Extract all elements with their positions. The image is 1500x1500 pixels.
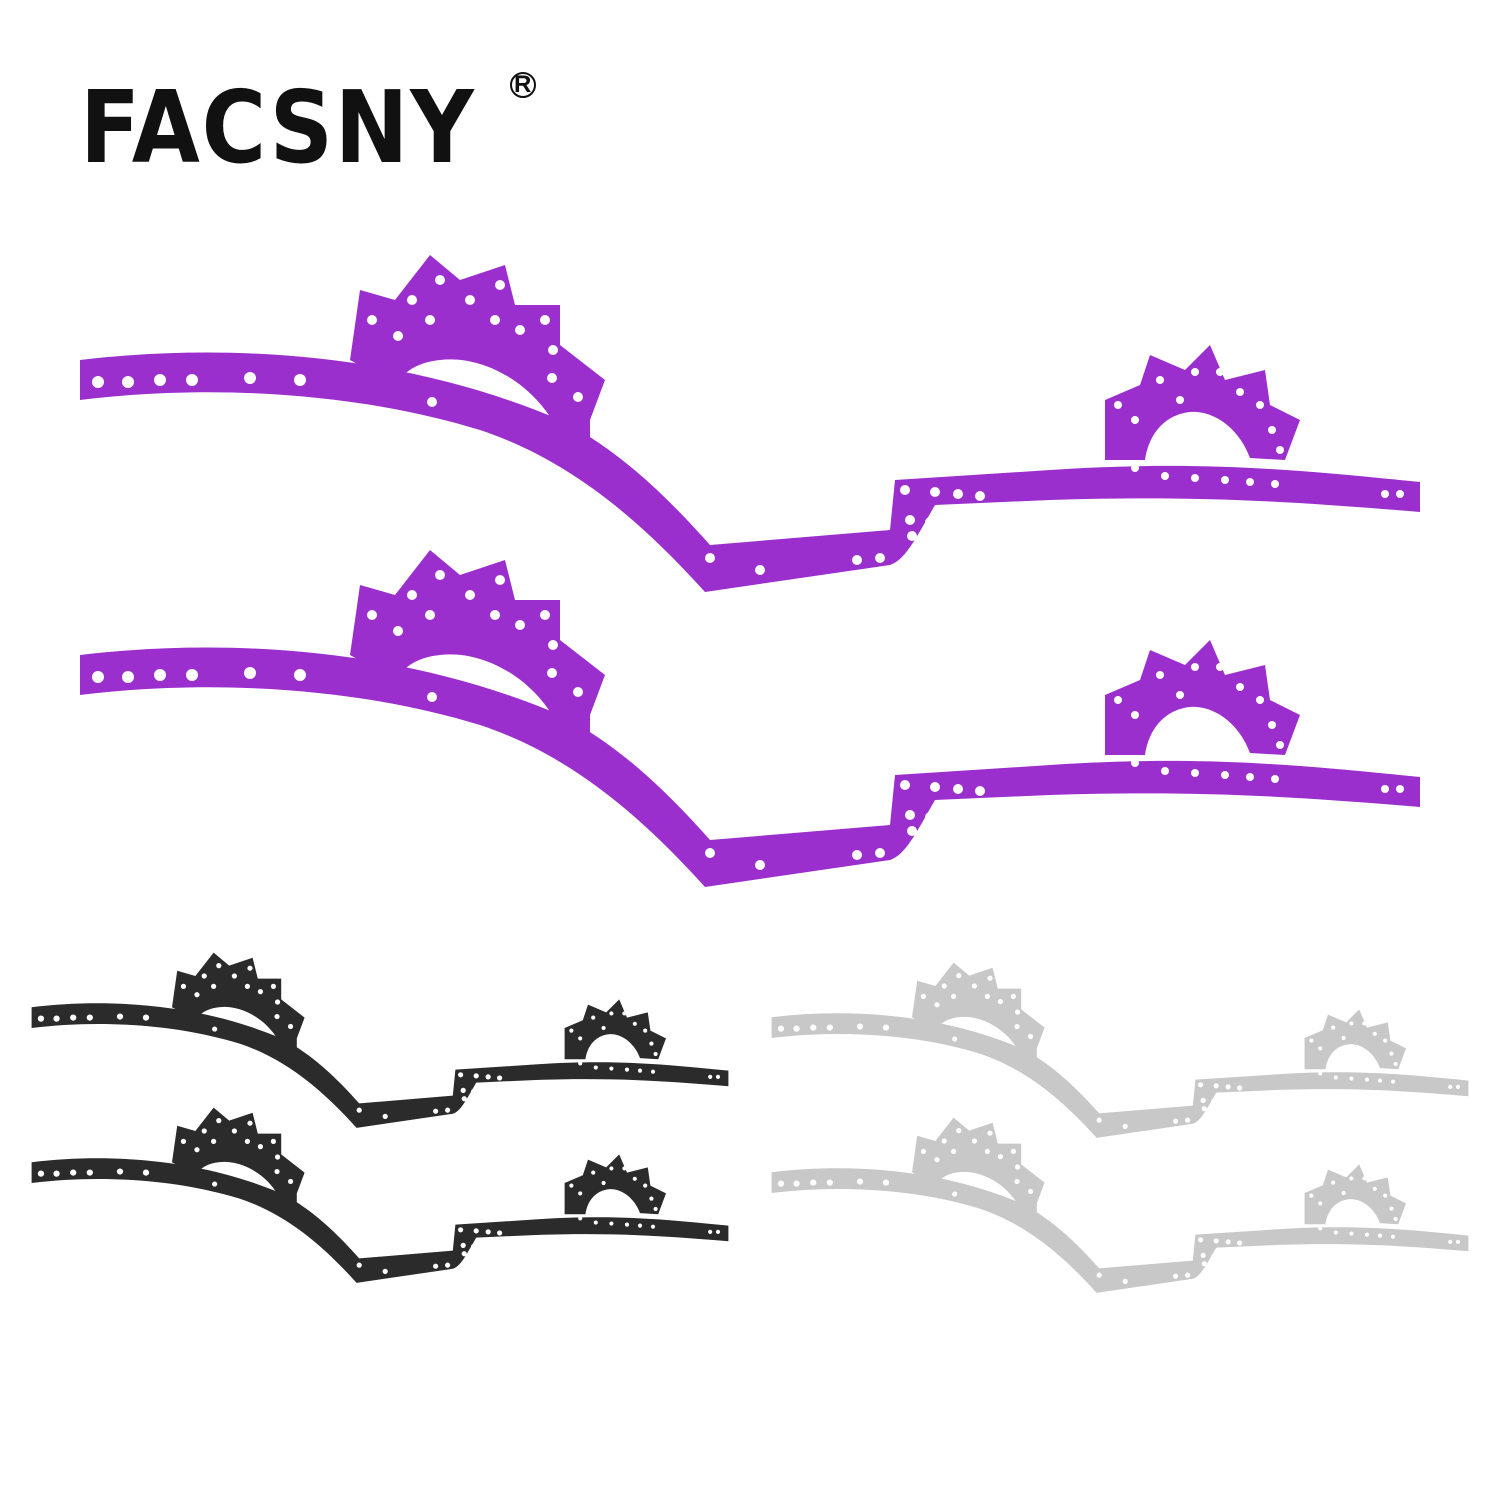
brand-name: FACSNY: [80, 69, 476, 186]
purple-frame-rail-bottom: [80, 550, 1420, 887]
black-frame-rail-top: [31, 952, 729, 1128]
silver-frame-rail-top: [771, 962, 1469, 1138]
black-frame-rail-bottom: [31, 1107, 729, 1283]
purple-frame-rail-top: [80, 255, 1420, 592]
silver-frame-rail-bottom: [771, 1117, 1469, 1293]
registered-trademark-icon: R: [509, 72, 536, 98]
brand-logo: FACSNY R: [80, 69, 536, 186]
